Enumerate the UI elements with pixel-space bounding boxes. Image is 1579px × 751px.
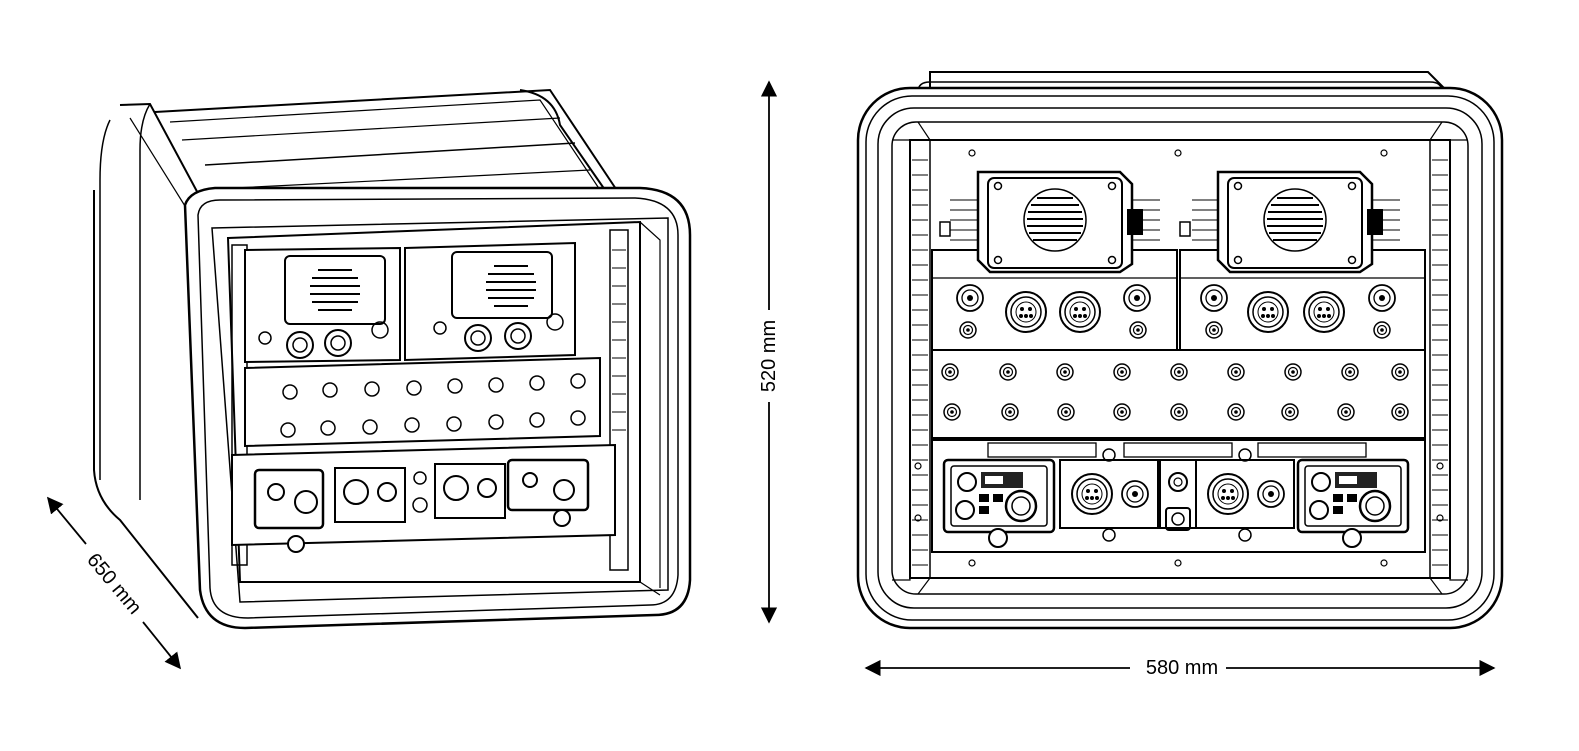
- speaker-grille-left: [1023, 188, 1087, 252]
- height-dimension-label: 520 mm: [757, 313, 781, 399]
- case-perspective-view: [93, 88, 692, 630]
- control-panels: [942, 458, 1410, 548]
- width-dimension-label: 580 mm: [1139, 656, 1225, 680]
- speaker-grille-right: [1263, 188, 1327, 252]
- depth-dimension-line: [46, 496, 182, 670]
- case-front-view: [856, 71, 1504, 630]
